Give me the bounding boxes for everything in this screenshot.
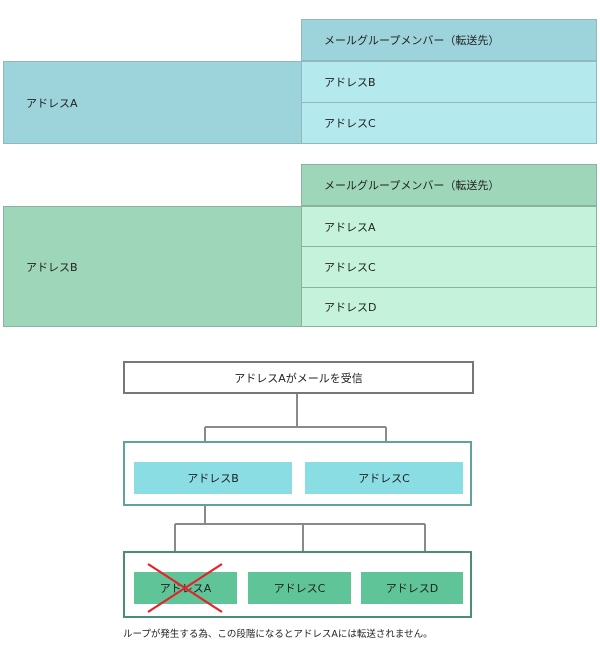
node-address-a-blocked: アドレスA: [134, 572, 237, 604]
table1-member-cell: アドレスB: [301, 61, 597, 103]
table2-member-cell: アドレスC: [301, 246, 597, 288]
table1-member-cell: アドレスC: [301, 102, 597, 144]
table2-member-cell: アドレスA: [301, 206, 597, 247]
table2-header: メールグループメンバー（転送先）: [301, 164, 597, 206]
table2-member-cell: アドレスD: [301, 287, 597, 327]
loop-note: ループが発生する為、この段階になるとアドレスAには転送されません。: [123, 629, 433, 640]
node-address-c: アドレスC: [248, 572, 351, 604]
node-address-d: アドレスD: [361, 572, 463, 604]
cross-mark-icon: [147, 563, 223, 613]
node-address-b: アドレスB: [134, 462, 292, 494]
table2-group-cell: アドレスB: [3, 206, 302, 327]
node-address-c: アドレスC: [305, 462, 463, 494]
top-node: アドレスAがメールを受信: [123, 361, 474, 394]
table1-header: メールグループメンバー（転送先）: [301, 19, 597, 61]
table1-group-cell: アドレスA: [3, 61, 302, 144]
